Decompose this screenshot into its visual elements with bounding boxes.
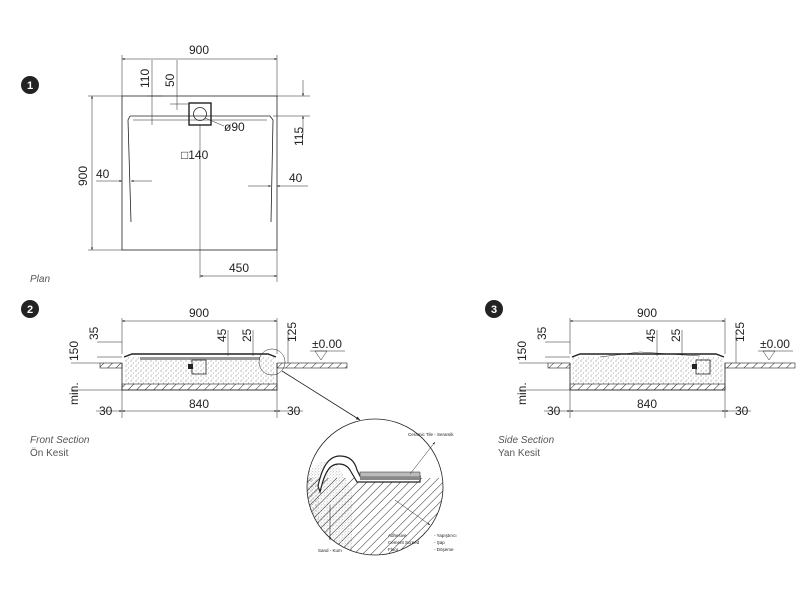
side-caption-tr: Yan Kesit xyxy=(498,448,540,459)
detail-label-screed-tr: - Şap xyxy=(434,540,445,545)
drain-square xyxy=(188,102,212,126)
side-dim-35: 35 xyxy=(535,326,549,340)
plan-dim-square: □140 xyxy=(181,148,209,162)
front-level-icon xyxy=(314,350,328,361)
detail-label-adhesive-tr: - Yapıştırıcı xyxy=(434,533,457,538)
plan-number-badge xyxy=(21,76,39,94)
side-dim-840: 840 xyxy=(637,397,657,411)
side-caption-en: Side Section xyxy=(498,435,555,446)
side-dim-30-right: 30 xyxy=(735,404,749,418)
front-screed xyxy=(124,357,275,384)
plan-caption: Plan xyxy=(30,274,50,285)
detail-label-floor-tr: - Döşeme xyxy=(434,547,454,552)
front-dim-840: 840 xyxy=(189,397,209,411)
plan-view: 1 900 110 50 ø90 □140 115 xyxy=(21,43,310,285)
front-dim-30-left: 30 xyxy=(99,404,113,418)
side-screed xyxy=(572,357,723,384)
plan-dim-115: 115 xyxy=(292,127,306,146)
detail-label-sand: Sand - Kum xyxy=(318,548,342,553)
plan-dim-900-top: 900 xyxy=(189,43,209,57)
plan-outline xyxy=(121,95,278,251)
front-dim-125: 125 xyxy=(285,322,299,342)
front-dim-35: 35 xyxy=(87,326,101,340)
plan-dim-diameter: ø90 xyxy=(224,120,245,134)
front-dim-30-right: 30 xyxy=(287,404,301,418)
side-dim-min: min. xyxy=(515,382,529,405)
front-detail-marker xyxy=(258,348,286,376)
front-dim-150: 150 xyxy=(67,341,81,361)
side-number: 3 xyxy=(491,304,497,316)
front-section: 2 900 35 150 min. 45 xyxy=(21,300,361,459)
side-section: 3 900 35 150 min. 45 25 125 ±0.00 xyxy=(485,300,796,459)
detail-label-floor: Floor xyxy=(388,547,399,552)
plan-dim-900-left: 900 xyxy=(76,166,90,186)
plan-dim-110: 110 xyxy=(138,69,152,88)
side-level: ±0.00 xyxy=(760,337,790,351)
side-dim-45: 45 xyxy=(644,328,658,342)
detail-circle xyxy=(306,418,444,556)
front-tray xyxy=(123,353,277,358)
front-dim-900: 900 xyxy=(189,306,209,320)
front-dim-45: 45 xyxy=(215,328,229,342)
detail-label-screed: Cement Screed xyxy=(388,540,420,545)
side-number-badge xyxy=(485,300,503,318)
plan-dim-40-left: 40 xyxy=(96,167,110,181)
front-number-badge xyxy=(21,300,39,318)
front-caption-tr: Ön Kesit xyxy=(30,447,69,459)
front-caption-en: Front Section xyxy=(30,435,90,446)
side-dim-150: 150 xyxy=(515,341,529,361)
side-dim-30-left: 30 xyxy=(547,404,561,418)
front-number: 2 xyxy=(27,304,33,316)
detail-tray-lip xyxy=(317,455,421,495)
side-level-icon xyxy=(762,350,776,361)
front-dim-25: 25 xyxy=(240,328,254,342)
plan-number: 1 xyxy=(27,80,33,92)
front-dim-min: min. xyxy=(67,382,81,405)
front-level: ±0.00 xyxy=(312,337,342,351)
drain-circle xyxy=(193,107,207,121)
side-tray xyxy=(571,353,725,358)
side-dim-25: 25 xyxy=(669,328,683,342)
plan-dim-50: 50 xyxy=(163,73,177,87)
detail-label-adhesive: Adhesive xyxy=(388,533,407,538)
plan-basin xyxy=(127,115,274,223)
side-dim-900: 900 xyxy=(637,306,657,320)
detail-label-ceramic: Ceramic Tile - Seramik xyxy=(408,432,454,437)
detail-view: Ceramic Tile - Seramik Adhesive - Yapışt… xyxy=(306,418,457,556)
plan-dim-450: 450 xyxy=(229,261,249,275)
side-dim-125: 125 xyxy=(733,322,747,342)
plan-dim-40-right: 40 xyxy=(289,171,303,185)
